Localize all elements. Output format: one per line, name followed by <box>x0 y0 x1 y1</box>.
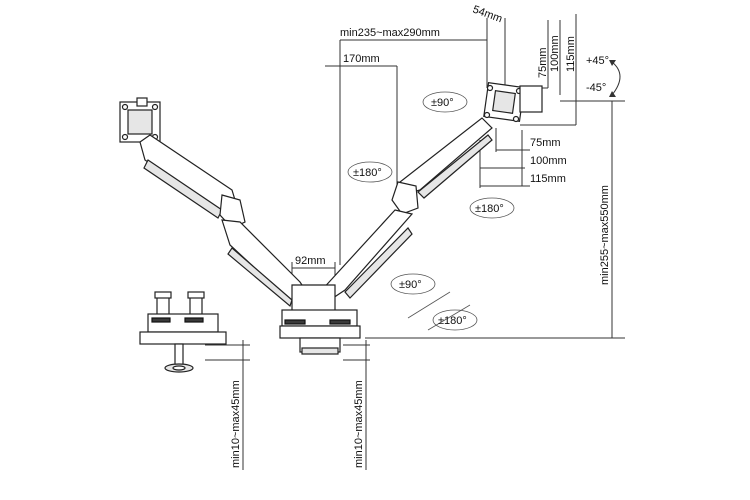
vesa-100-top-label: 100mm <box>549 35 561 72</box>
vesa-100-side-label: 100mm <box>530 155 567 167</box>
left-vesa-plate <box>119 97 161 143</box>
clamp-left-label: min10~max45mm <box>230 380 242 468</box>
rotate-90-top-label: ±90° <box>431 97 454 109</box>
right-arm <box>319 117 493 301</box>
arm-170-label: 170mm <box>343 53 380 65</box>
tilt-up-label: +45° <box>586 55 609 67</box>
center-base <box>279 284 361 355</box>
clamp-center-label: min10~max45mm <box>353 380 365 468</box>
swivel-180-left-label: ±180° <box>353 167 382 179</box>
vesa-115-side-label: 115mm <box>530 173 566 185</box>
rotation-labels: +45° -45° ±90° ±180° ±180° ±90° ±180° <box>347 55 609 331</box>
arm-reach-label: min235~max290mm <box>340 27 440 39</box>
dimension-lines <box>205 14 625 470</box>
dimension-labels: 54mm min235~max290mm 170mm 75mm 100mm 11… <box>230 4 611 468</box>
vesa-75-side-label: 75mm <box>530 137 561 149</box>
right-vesa-plate <box>483 81 543 123</box>
swivel-180-bottom-label: ±180° <box>438 315 467 327</box>
tilt-arrow-icon <box>609 60 621 97</box>
swivel-180-right-label: ±180° <box>475 203 504 215</box>
pole-gap-label: 92mm <box>295 255 326 267</box>
left-arm <box>139 134 313 308</box>
tilt-down-label: -45° <box>586 82 606 94</box>
swivel-90-bottom-label: ±90° <box>399 279 422 291</box>
height-range-label: min255~max550mm <box>599 185 611 285</box>
desk-clamp <box>139 291 227 373</box>
vesa-75-top-label: 75mm <box>537 47 549 78</box>
vesa-115-top-label: 115mm <box>565 36 577 72</box>
